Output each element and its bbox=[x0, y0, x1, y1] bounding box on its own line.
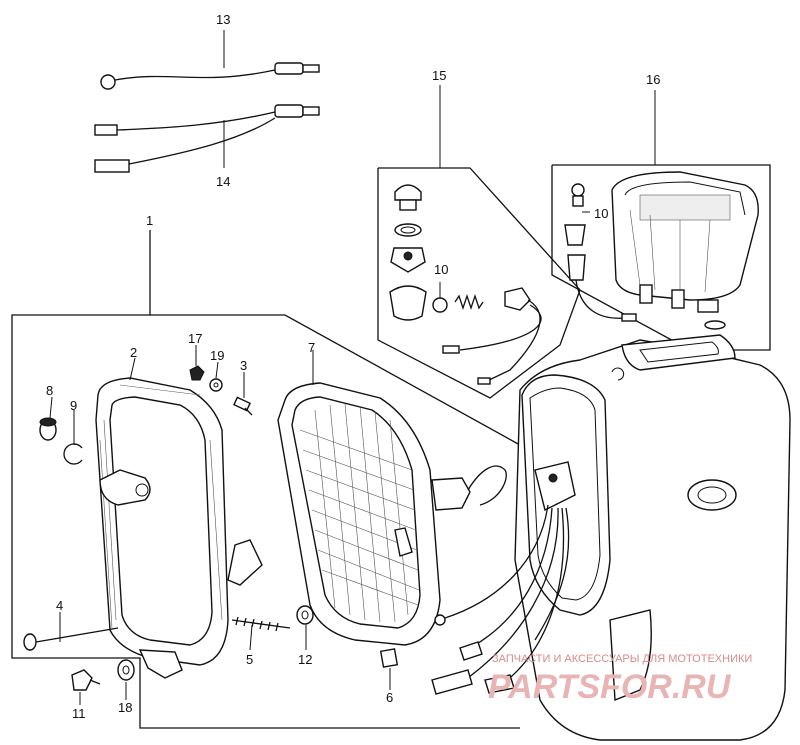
leader-lines bbox=[49, 345, 391, 705]
callout-3: 3 bbox=[240, 358, 247, 373]
group-15-frame bbox=[377, 85, 581, 399]
clip-6 bbox=[379, 648, 399, 668]
screw-5 bbox=[231, 616, 291, 632]
callout-19: 19 bbox=[210, 348, 224, 363]
callout-18: 18 bbox=[118, 700, 132, 715]
washer-19 bbox=[209, 378, 223, 392]
speedometer-16 bbox=[564, 171, 759, 345]
callout-7: 7 bbox=[308, 340, 315, 355]
clip-9 bbox=[63, 443, 83, 465]
wire-14 bbox=[94, 104, 320, 173]
sealed-beam-7 bbox=[277, 382, 507, 646]
bolt-11 bbox=[71, 669, 101, 691]
washer-18 bbox=[117, 659, 135, 681]
nut-17 bbox=[189, 365, 205, 381]
group-1-frame bbox=[11, 230, 521, 729]
watermark: ЗАПЧАСТИ И АКСЕССУАРЫ ДЛЯ МОТОТЕХНИКИ PA… bbox=[488, 653, 752, 706]
screw-4 bbox=[23, 627, 119, 651]
headlight-rim-2 bbox=[95, 377, 263, 679]
callout-2: 2 bbox=[130, 345, 137, 360]
callout-16: 16 bbox=[646, 72, 660, 87]
watermark-subtitle: ЗАПЧАСТИ И АКСЕССУАРЫ ДЛЯ МОТОТЕХНИКИ bbox=[492, 653, 752, 665]
watermark-logo: PARTSFOR.RU bbox=[488, 668, 732, 706]
indicator-socket-15 bbox=[389, 184, 542, 385]
callout-10b: 10 bbox=[594, 206, 608, 221]
callout-9: 9 bbox=[70, 398, 77, 413]
callout-13: 13 bbox=[216, 12, 230, 27]
nut-8 bbox=[39, 417, 57, 441]
callout-1: 1 bbox=[146, 213, 153, 228]
callout-15: 15 bbox=[432, 68, 446, 83]
callout-labels: 1 2 3 4 5 6 7 8 9 10 10 11 12 13 14 15 1… bbox=[46, 12, 660, 721]
callout-8: 8 bbox=[46, 383, 53, 398]
callout-6: 6 bbox=[386, 690, 393, 705]
callout-17: 17 bbox=[188, 331, 202, 346]
wire-13 bbox=[100, 62, 320, 90]
headlight-case-1 bbox=[431, 334, 791, 741]
callout-5: 5 bbox=[246, 652, 253, 667]
screw-3 bbox=[233, 396, 253, 416]
callout-14: 14 bbox=[216, 174, 230, 189]
callout-12: 12 bbox=[298, 652, 312, 667]
callout-4: 4 bbox=[56, 598, 63, 613]
washer-12 bbox=[296, 605, 314, 625]
callout-11: 11 bbox=[72, 706, 86, 721]
callout-10a: 10 bbox=[434, 262, 448, 277]
